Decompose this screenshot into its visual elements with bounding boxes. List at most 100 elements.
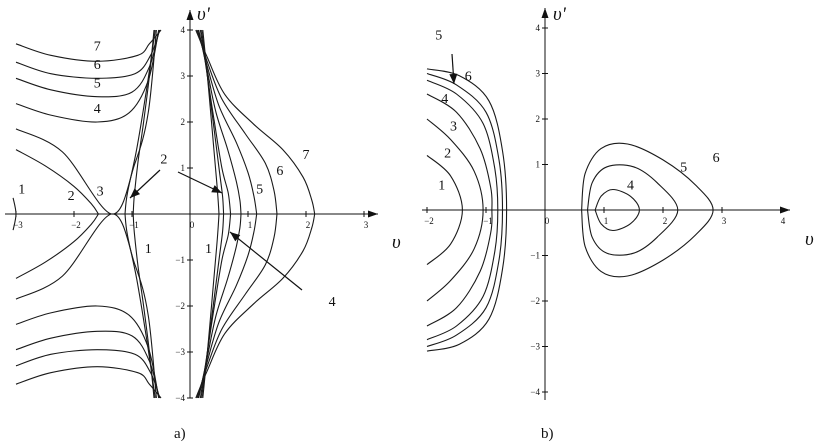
- panel-b-curve-5-branch-1: [426, 72, 504, 348]
- panel-b-curve-label-1: 1: [438, 179, 445, 194]
- panel-b-y-tick-label: 4: [536, 23, 541, 33]
- panel-a-curve-5-branch-4: [197, 213, 258, 399]
- panel-b-curve-2-branch-1: [426, 118, 484, 302]
- panel-a-curve-1-branch-2: [132, 29, 155, 215]
- panel-a-curve-label-1: 1: [145, 242, 152, 257]
- panel-a-y-tick-label: −4: [175, 393, 185, 403]
- panel-a-curve-6-branch-2: [15, 349, 161, 399]
- panel-b-x-tick-label: 1: [604, 216, 609, 226]
- panel-a-curve-1-branch-3: [132, 213, 155, 399]
- panel-b-y-tick-label: −1: [530, 251, 540, 261]
- panel-b-curve-label-3: 3: [450, 119, 457, 134]
- panel-b-x-tick-label: 3: [722, 216, 727, 226]
- panel-a-y-tick-label: 4: [181, 25, 186, 35]
- panel-a-curve-2-branch-1: [15, 149, 99, 215]
- panel-a-curve-4-branch-2: [15, 305, 160, 399]
- panel-a-caption: a): [174, 426, 186, 442]
- panel-a-curve-label-2: 2: [160, 152, 167, 167]
- panel-b-y-tick-label: −4: [530, 387, 540, 397]
- panel-a-curve-7-branch-4: [195, 213, 316, 399]
- panel-b-curve-3-branch-1: [426, 93, 493, 327]
- panel-a-curve-label-6: 6: [94, 58, 101, 73]
- panel-a-curve-6-branch-4: [196, 213, 278, 399]
- panel-b-curve-label-5: 5: [680, 160, 687, 175]
- panel-a-y-tick-label: 1: [181, 163, 186, 173]
- panel-b-curve-label-4: 4: [627, 179, 634, 194]
- panel-a-curve-2-branch-2: [15, 213, 99, 279]
- panel-a-x-tick-label: 2: [306, 220, 311, 230]
- panel-b-y-tick-label: 2: [536, 114, 541, 124]
- panel-a-pointer-4: [229, 231, 303, 291]
- panel-b-x-tick-label: 0: [545, 216, 550, 226]
- panel-b-x-axis-arrow: [780, 206, 790, 214]
- panel-b-curve-5-branch-2: [586, 164, 679, 256]
- panel-a-pointer-2-left-head: [130, 188, 141, 198]
- panel-a-curve-5-branch-2: [15, 330, 160, 399]
- panel-b-caption: b): [541, 426, 554, 442]
- panel-b-curve-4-branch-1: [426, 79, 499, 341]
- panel-a-y-tick-label: −1: [175, 255, 185, 265]
- panel-a-y-axis-arrow: [186, 10, 194, 20]
- panel-b-y-tick-label: −2: [530, 296, 540, 306]
- panel-a-x-tick-label: 0: [190, 220, 195, 230]
- panel-a-curve-label-4: 4: [329, 295, 336, 310]
- panel-a-curve-7-branch-2: [15, 366, 162, 399]
- panel-a-x-tick-label: −3: [13, 220, 23, 230]
- panel-a-curve-1-branch-1: [12, 197, 17, 231]
- panel-b-curve-label-6: 6: [713, 151, 720, 166]
- panel-a-y-tick-label: 3: [181, 71, 186, 81]
- panel-a-y-tick-label: −3: [175, 347, 185, 357]
- panel-a-curve-2-branch-5: [201, 29, 225, 215]
- panel-b-curve-label-5: 5: [435, 28, 442, 43]
- panel-a-curve-label-7: 7: [303, 148, 310, 163]
- panel-a-x-axis-arrow: [368, 210, 378, 218]
- panel-b-curve-6-branch-2: [581, 142, 714, 278]
- panel-a-curve-label-1: 1: [205, 242, 212, 257]
- panel-a-curve-5-branch-3: [197, 29, 258, 215]
- panel-a-curve-3-branch-1: [15, 29, 157, 215]
- panel-b-y-tick-label: −3: [530, 342, 540, 352]
- panel-a-curve-label-7: 7: [94, 40, 101, 55]
- panel-b-curve-label-2: 2: [444, 147, 451, 162]
- panel-a-curve-6-branch-3: [196, 29, 278, 215]
- panel-a-pointer-4-head: [230, 232, 241, 242]
- panel-a-curve-7-branch-3: [195, 29, 316, 215]
- panel-a-curve-label-3: 3: [97, 185, 104, 200]
- panel-b-x-axis-label: υ: [805, 229, 814, 250]
- panel-a-curve-4-branch-1: [15, 29, 160, 123]
- panel-a-y-tick-label: −2: [175, 301, 185, 311]
- panel-b-curve-label-6: 6: [465, 69, 472, 84]
- panel-b-y-axis-arrow: [541, 8, 549, 18]
- panel-a-x-axis-label: υ: [392, 232, 401, 253]
- panel-b-pointer-5-head: [449, 73, 458, 84]
- panel-a-curve-6-branch-1: [15, 29, 161, 79]
- panel-a-x-tick-label: −2: [71, 220, 81, 230]
- panel-a-curve-label-5: 5: [94, 77, 101, 92]
- panel-a-curve-label-1: 1: [18, 182, 25, 197]
- panel-b-curve-4-branch-2: [594, 188, 640, 232]
- panel-a-curve-label-4: 4: [94, 102, 101, 117]
- panel-a-x-tick-label: 1: [248, 220, 253, 230]
- panel-a-y-tick-label: 2: [181, 117, 186, 127]
- panel-a-curve-7-branch-1: [15, 29, 162, 62]
- panel-a-x-tick-label: 3: [364, 220, 369, 230]
- panel-b-x-tick-label: 2: [663, 216, 668, 226]
- panel-b-curve-label-4: 4: [441, 92, 448, 107]
- panel-a-y-axis-label: υ': [197, 4, 211, 25]
- panel-a-curve-label-2: 2: [68, 189, 75, 204]
- panel-b-x-tick-label: −2: [424, 216, 434, 226]
- panel-a-curve-1-branch-5: [202, 213, 220, 399]
- panel-a-curve-label-6: 6: [276, 164, 283, 179]
- panel-b-y-tick-label: 3: [536, 69, 541, 79]
- panel-b-y-axis-label: υ': [553, 4, 567, 25]
- panel-a-curve-3-branch-2: [15, 213, 157, 399]
- panel-a-curve-5-branch-1: [15, 29, 160, 98]
- panel-a-pointer-2-right-head: [211, 185, 222, 193]
- panel-b-y-tick-label: 1: [536, 160, 541, 170]
- panel-b-x-tick-label: −1: [483, 216, 493, 226]
- panel-a-curve-2-branch-3: [124, 29, 156, 215]
- panel-b-x-tick-label: 4: [781, 216, 786, 226]
